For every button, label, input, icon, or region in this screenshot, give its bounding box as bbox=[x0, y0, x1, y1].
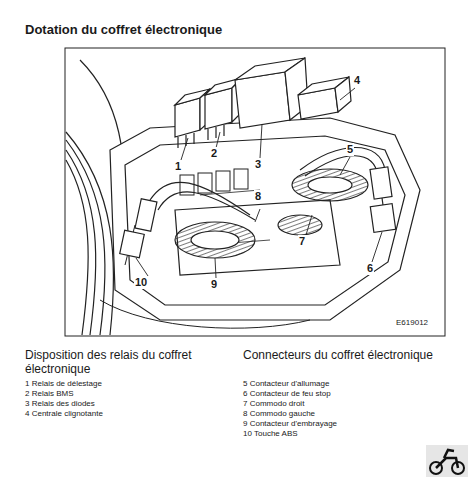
callout-number: 9 bbox=[210, 278, 218, 291]
connector bbox=[370, 204, 395, 233]
cable bbox=[300, 148, 385, 171]
cable bbox=[66, 150, 96, 335]
legend-heading: Connecteurs du coffret électronique bbox=[243, 349, 458, 363]
cable bbox=[66, 160, 88, 335]
legend-item: 3 Relais des diodes bbox=[25, 399, 95, 408]
cable bbox=[150, 182, 250, 215]
legend-item: 6 Contacteur de feu stop bbox=[243, 389, 331, 398]
legend-heading: Disposition des relais du coffret électr… bbox=[25, 349, 240, 377]
cable bbox=[66, 140, 105, 335]
callout-number: 8 bbox=[254, 190, 262, 203]
callout-number: 5 bbox=[346, 143, 354, 156]
callout-number: 4 bbox=[353, 74, 361, 87]
plug bbox=[135, 199, 157, 232]
legend-item: 2 Relais BMS bbox=[25, 389, 73, 398]
connector bbox=[120, 230, 145, 258]
figure-reference: E619012 bbox=[396, 318, 428, 327]
cable-grommet bbox=[191, 231, 239, 249]
housing bbox=[110, 118, 420, 320]
cable bbox=[66, 132, 114, 335]
leader-lines bbox=[136, 88, 382, 278]
cable-grommet bbox=[175, 222, 255, 258]
callout-number: 3 bbox=[254, 158, 262, 171]
figure-frame bbox=[65, 48, 445, 336]
plug bbox=[370, 167, 392, 199]
callout-number: 6 bbox=[366, 262, 374, 275]
legend-item: 8 Commodo gauche bbox=[243, 409, 315, 418]
legend-item: 5 Contacteur d'allumage bbox=[243, 379, 329, 388]
legend-item: 10 Touche ABS bbox=[243, 429, 298, 438]
callout-number: 7 bbox=[298, 235, 306, 248]
legend-item: 4 Centrale clignotante bbox=[25, 409, 103, 418]
motorcycle-icon bbox=[426, 445, 468, 477]
cable bbox=[305, 156, 378, 176]
cable bbox=[100, 300, 310, 328]
callout-number: 2 bbox=[210, 147, 218, 160]
relay bbox=[235, 58, 308, 128]
cable bbox=[158, 192, 255, 220]
housing-rim bbox=[125, 136, 405, 305]
cable bbox=[382, 198, 383, 205]
figure-title: Dotation du coffret électronique bbox=[25, 23, 222, 38]
relay-sockets bbox=[180, 169, 248, 195]
cable-grommet bbox=[278, 215, 322, 235]
callout-number: 1 bbox=[174, 160, 182, 173]
housing-floor bbox=[175, 200, 340, 275]
figure bbox=[65, 48, 445, 336]
cable-grommet bbox=[292, 169, 368, 201]
cable-grommet bbox=[308, 177, 352, 193]
callout-number: 10 bbox=[134, 276, 148, 289]
legend-item: 9 Contacteur d'embrayage bbox=[243, 419, 337, 428]
legend-item: 7 Commodo droit bbox=[243, 399, 304, 408]
legend-item: 1 Relais de délestage bbox=[25, 379, 102, 388]
